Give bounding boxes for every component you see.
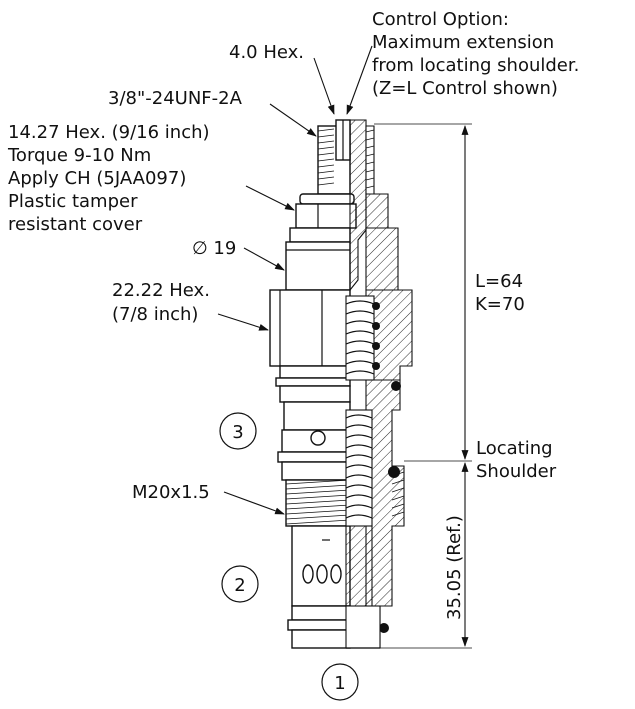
port-2-marker: 2 [221, 565, 259, 603]
port-3-section [277, 429, 351, 481]
dimension-lines [374, 123, 472, 649]
length-dimension-text: L=64 K=70 [475, 271, 529, 315]
adjuster-stem [317, 119, 351, 195]
thread-top-label: 3/8"-24UNF-2A [108, 88, 243, 109]
hex-body-label: 22.22 Hex. (7/8 inch) [112, 280, 216, 325]
svg-text:3: 3 [232, 422, 243, 443]
large-hex [269, 289, 351, 367]
svg-text:2: 2 [234, 575, 245, 596]
port-2-section [291, 525, 351, 607]
leader-lines [217, 45, 373, 515]
hex-nut [295, 193, 357, 229]
spring-upper [345, 300, 380, 375]
collar [289, 227, 351, 243]
diameter-label: ∅ 19 [192, 238, 236, 259]
bottom-seals [287, 605, 351, 649]
body-thread [285, 479, 351, 527]
thread-body-label: M20x1.5 [132, 482, 210, 503]
hex-nut-label: 14.27 Hex. (9/16 inch) Torque 9-10 Nm Ap… [7, 122, 215, 235]
control-option-text: Control Option: Maximum extension from l… [372, 9, 585, 99]
seal-grooves [275, 365, 351, 431]
hex-small-label: 4.0 Hex. [229, 42, 304, 63]
cross-section [345, 119, 413, 649]
valve-body [269, 119, 413, 649]
o-ring [379, 623, 389, 633]
spring-lower [345, 414, 373, 519]
port-3-marker: 3 [219, 412, 257, 450]
o-ring [388, 466, 400, 478]
ref-dimension-text: 35.05 (Ref.) [444, 515, 465, 620]
o-ring [391, 381, 401, 391]
port-1-marker: 1 [321, 663, 359, 701]
diameter-section [285, 241, 351, 291]
locating-shoulder-text: Locating Shoulder [476, 438, 558, 482]
svg-text:1: 1 [334, 673, 345, 694]
